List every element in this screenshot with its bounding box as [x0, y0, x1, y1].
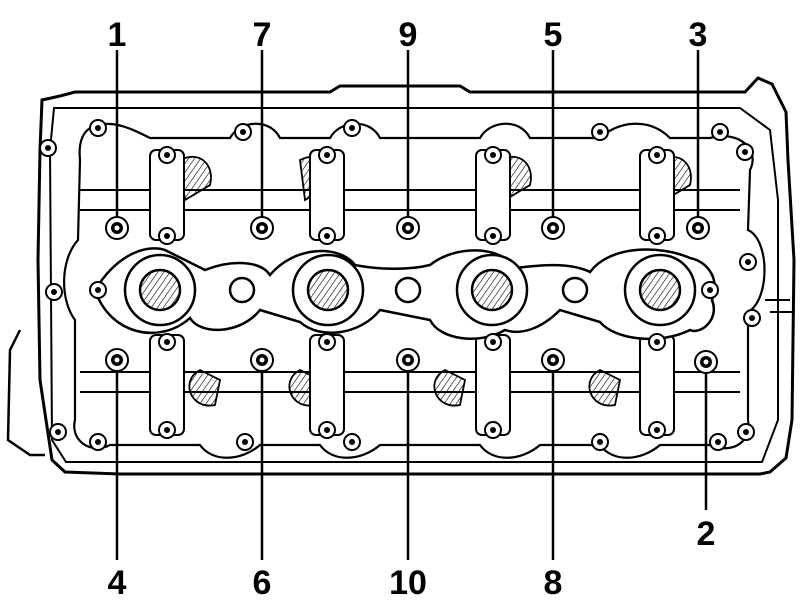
- bolt-label-9: 9: [399, 16, 418, 54]
- bolt-label-7: 7: [253, 16, 272, 54]
- bolt-label-1: 1: [108, 16, 127, 54]
- bolt-label-10: 10: [389, 564, 427, 602]
- bolt-label-3: 3: [689, 16, 708, 54]
- bolt-label-8: 8: [544, 564, 563, 602]
- bottom-sequence-labels: 4 6 10 8 2: [108, 515, 716, 602]
- bolt-label-5: 5: [544, 16, 563, 54]
- spark-plug-wells: [93, 247, 716, 341]
- bolt-label-4: 4: [108, 564, 127, 602]
- top-sequence-labels: 1 7 9 5 3: [108, 16, 708, 54]
- bolt-label-6: 6: [253, 564, 272, 602]
- bolt-label-2: 2: [697, 515, 716, 553]
- leader-lines: [115, 50, 708, 560]
